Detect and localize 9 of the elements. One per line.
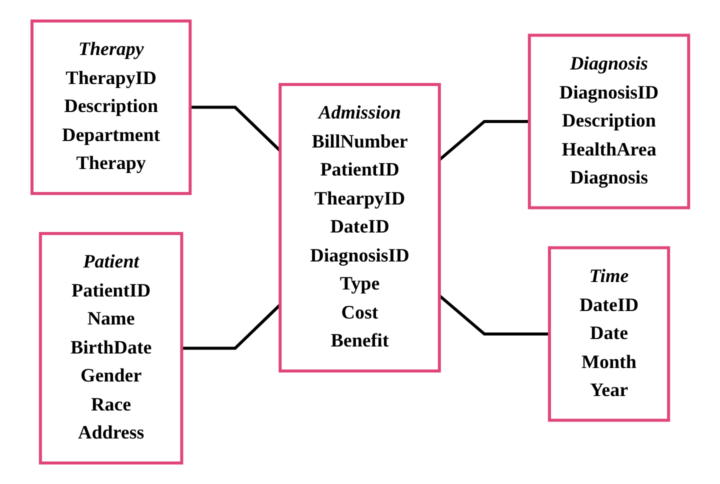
node-box: Diagnosis DiagnosisID Description HealthArea Diagnosis [528,34,690,210]
connector [438,294,550,336]
node-box: Patient PatientID Name BirthDate Gender Race Address [38,232,183,464]
connector [190,106,281,152]
connector [438,120,530,161]
node-box: Admission BillNumber PatientID ThearpyID DateID DiagnosisID Type Cost Benefit [278,83,441,372]
node-box: Time DateID Date Month Year [548,246,670,422]
node-box: Therapy TherapyID Description Department Therapy [30,20,192,195]
connector [181,304,281,350]
